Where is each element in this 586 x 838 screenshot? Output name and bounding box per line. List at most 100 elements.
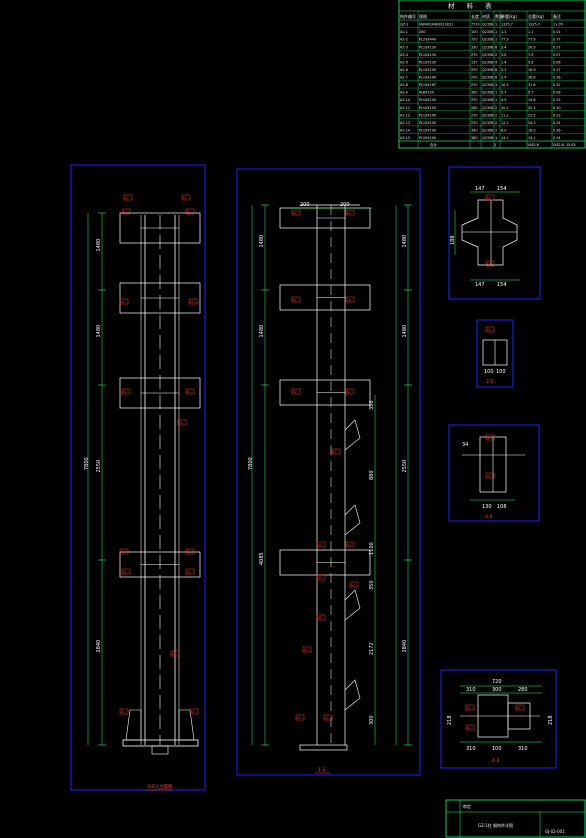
table-cell: A2-8 (400, 83, 408, 87)
svg-text:A2: A2 (487, 474, 491, 478)
part-tag: A2 (170, 650, 180, 657)
table-cell: A2-7 (400, 76, 408, 80)
part-tag: A2 (121, 208, 131, 215)
svg-text:A2: A2 (293, 298, 297, 302)
part-tag: A2 (119, 298, 129, 305)
side-inner-dim-0: 350 (369, 400, 375, 410)
svg-text:A2: A2 (187, 550, 191, 554)
main-bracket-3 (119, 551, 201, 578)
part-tag: A2 (345, 388, 355, 395)
part-tag: A2 (295, 714, 305, 721)
table-header-5: 单重(kg) (501, 13, 517, 19)
side-right-dim-1: 1480 (402, 325, 408, 338)
table-cell: A2-10 (400, 98, 410, 102)
table-cell: 240 (419, 30, 425, 34)
table-cell: 0.07 (553, 53, 561, 57)
table-cell: PL10X100 (419, 128, 436, 132)
table-header-3: 材质 (482, 13, 490, 19)
table-cell: Q235B (482, 23, 494, 27)
table-cell: 8 (495, 76, 497, 80)
part-tag: A2 (465, 704, 475, 711)
table-header-1: 规格 (419, 13, 427, 19)
table-cell: PL10X100 (419, 76, 436, 80)
svg-text:A2: A2 (293, 390, 297, 394)
part-tag: A2 (121, 388, 131, 395)
table-cell: PL20X100 (419, 136, 436, 140)
table-cell: 0.16 (553, 128, 561, 132)
main-bracket-2 (119, 377, 201, 409)
sec-d-side-3: 218 (548, 715, 554, 725)
table-cell: Q235B (482, 106, 494, 110)
svg-text:A2: A2 (121, 710, 125, 714)
svg-text:A2: A2 (187, 390, 191, 394)
table-footer-cell: 1582.6 (527, 143, 539, 147)
main-segment-dim-2: 2550 (96, 460, 102, 473)
svg-text:A2: A2 (325, 716, 329, 720)
part-tag: A2 (323, 714, 333, 721)
svg-text:A2: A2 (123, 570, 127, 574)
side-caption: 1-1 (318, 767, 325, 773)
table-cell: 26.8 (528, 76, 536, 80)
sec-c-top: 34 (462, 442, 468, 448)
table-cell: Q235B (482, 136, 494, 140)
table-cell: 16.0 (528, 128, 536, 132)
part-tag: A2 (181, 194, 191, 201)
table-cell: 8 (495, 68, 497, 72)
part-tag: A2 (302, 646, 312, 653)
sec-a-top-1: 147 (475, 186, 485, 192)
table-cell: 3.4 (501, 76, 506, 80)
table-cell: 77.9 (501, 38, 509, 42)
table-cell: A2-15 (400, 136, 410, 140)
svg-text:A2: A2 (487, 196, 491, 200)
sec-c-bot-1: 130 (482, 504, 492, 510)
table-cell: PL10X100 (419, 98, 436, 102)
part-tag: A2 (177, 419, 187, 426)
table-cell: Q235B (482, 113, 494, 117)
sec-c-bot-2: 108 (497, 504, 507, 510)
svg-text:A2: A2 (347, 543, 351, 547)
table-cell: Q235B (482, 121, 494, 125)
main-bracket-0 (119, 212, 201, 244)
part-tag: A2 (185, 208, 195, 215)
table-cell: 1 (495, 91, 497, 95)
main-bracket-1 (119, 282, 201, 314)
table-cell: Q235B (482, 68, 494, 72)
sec-d-top-1: 310 (466, 687, 476, 693)
table-header-7: 备注 (553, 13, 561, 19)
svg-text:A2: A2 (517, 706, 521, 710)
table-footer-cell: 15.83 (566, 143, 576, 147)
table-cell: Q235B (482, 30, 494, 34)
sec-a-side: 188 (450, 235, 456, 245)
main-segment-dim-1: 1480 (96, 325, 102, 338)
table-cell: 31.6 (528, 83, 536, 87)
table-header-4: 数量 (495, 13, 503, 19)
table-cell: 1.4 (501, 60, 506, 64)
sec-d-bot-2: 100 (492, 746, 502, 752)
table-cell: 330 (471, 45, 477, 49)
table-cell: 8 (495, 45, 497, 49)
table-cell: 12.1 (501, 121, 509, 125)
table-cell: 270 (471, 121, 477, 125)
svg-text:A2: A2 (172, 652, 176, 656)
table-cell: 7.2 (528, 53, 533, 57)
svg-text:A2: A2 (123, 390, 127, 394)
table-cell: PL10X187 (419, 83, 436, 87)
table-cell: 330 (471, 128, 477, 132)
sec-b-dim-1: 100 (484, 369, 494, 375)
table-footer-cell: 1582.6 (552, 143, 564, 147)
table-header-0: 构件编号 (400, 13, 416, 19)
side-gusset-0 (344, 419, 361, 451)
table-cell: 380 (471, 136, 477, 140)
side-gusset-3 (344, 679, 361, 711)
table-cell: PL10X100 (419, 121, 436, 125)
main-segment-dim-0: 1480 (96, 239, 102, 252)
table-cell: PL10X100 (419, 113, 436, 117)
table-cell: 350 (471, 91, 477, 95)
table-cell: 1 (495, 136, 497, 140)
svg-text:A2: A2 (318, 543, 322, 547)
table-cell: Q235B (482, 60, 494, 64)
side-inner-dim-5: 300 (369, 715, 375, 725)
part-tag: A2 (515, 704, 525, 711)
table-cell: 5.7 (501, 91, 506, 95)
svg-text:A2: A2 (487, 436, 491, 440)
